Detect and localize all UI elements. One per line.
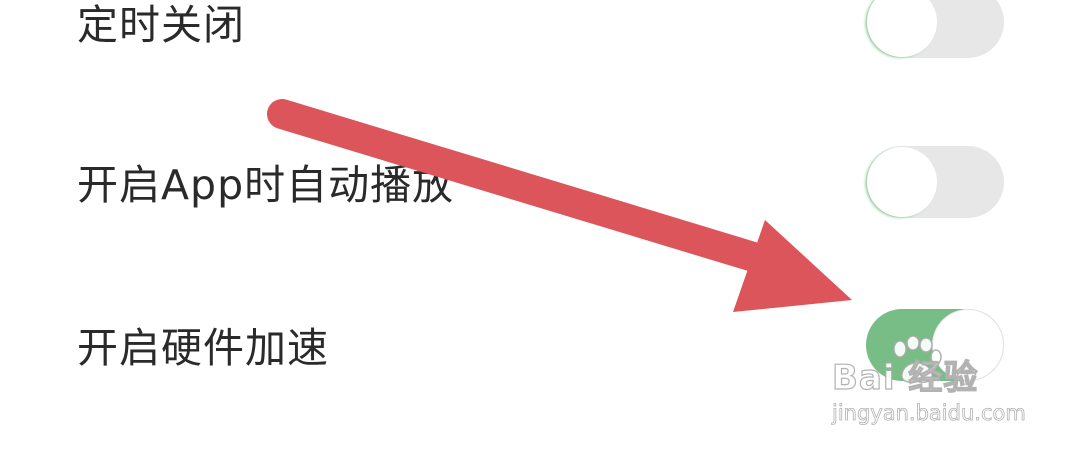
- toggle-timer-close[interactable]: [866, 0, 1004, 58]
- setting-row-autoplay-on-launch: 开启App时自动播放: [0, 122, 1080, 242]
- setting-label-autoplay-on-launch: 开启App时自动播放: [77, 161, 455, 209]
- setting-label-timer-close: 定时关闭: [77, 1, 245, 49]
- toggle-knob: [867, 0, 937, 57]
- setting-row-hardware-acceleration: 开启硬件加速: [0, 285, 1080, 405]
- toggle-hardware-acceleration[interactable]: [866, 309, 1004, 381]
- toggle-autoplay-on-launch[interactable]: [866, 146, 1004, 218]
- setting-row-timer-close: 定时关闭: [0, 0, 1080, 82]
- toggle-knob: [933, 310, 1003, 380]
- setting-label-hardware-acceleration: 开启硬件加速: [77, 324, 329, 372]
- toggle-knob: [867, 147, 937, 217]
